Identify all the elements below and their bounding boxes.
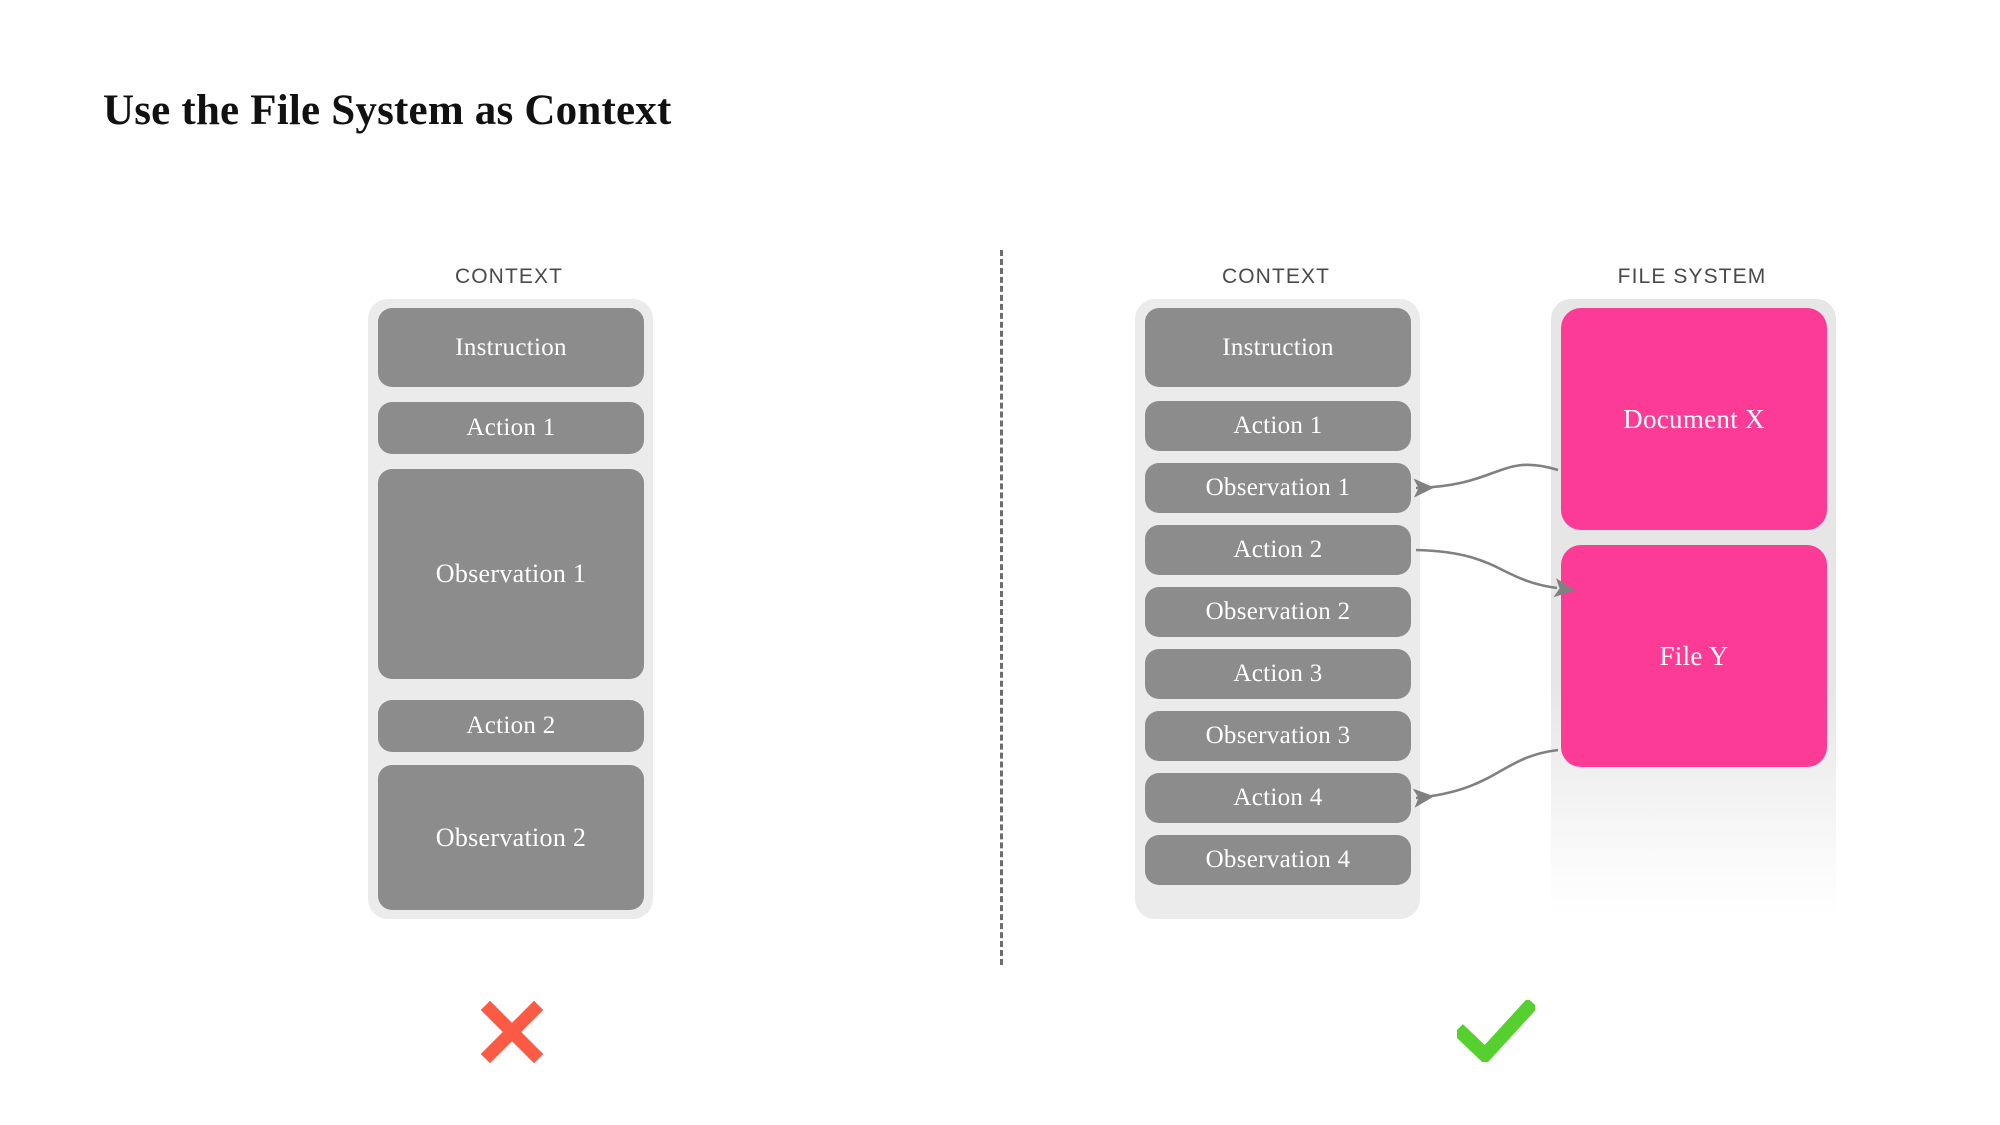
left-item-observation-2[interactable]: Observation 2 <box>378 765 644 910</box>
file-document-x[interactable]: Document X <box>1561 308 1827 530</box>
right-item-instruction[interactable]: Instruction <box>1145 308 1411 387</box>
arrow-action2-to-filey <box>1415 548 1576 598</box>
left-item-instruction[interactable]: Instruction <box>378 308 644 387</box>
file-system-heading: FILE SYSTEM <box>1617 265 1767 288</box>
left-context-heading: CONTEXT <box>454 265 564 288</box>
page-title: Use the File System as Context <box>103 87 672 134</box>
cross-icon <box>480 1000 544 1064</box>
right-item-action-3[interactable]: Action 3 <box>1145 649 1411 699</box>
file-file-y[interactable]: File Y <box>1561 545 1827 767</box>
arrow-documentx-to-observation1 <box>1413 463 1559 498</box>
right-item-action-2[interactable]: Action 2 <box>1145 525 1411 575</box>
left-item-action-1[interactable]: Action 1 <box>378 402 644 454</box>
cross-icon-svg <box>480 1000 544 1064</box>
panel-divider <box>1000 250 1003 965</box>
arrow-filey-to-action4 <box>1412 748 1559 808</box>
right-item-observation-3[interactable]: Observation 3 <box>1145 711 1411 761</box>
right-item-action-1[interactable]: Action 1 <box>1145 401 1411 451</box>
check-icon-svg <box>1453 998 1538 1066</box>
right-item-observation-1[interactable]: Observation 1 <box>1145 463 1411 513</box>
right-context-heading: CONTEXT <box>1221 265 1331 288</box>
check-icon <box>1453 998 1538 1066</box>
left-item-observation-1[interactable]: Observation 1 <box>378 469 644 679</box>
right-item-observation-4[interactable]: Observation 4 <box>1145 835 1411 885</box>
left-item-action-2[interactable]: Action 2 <box>378 700 644 752</box>
right-item-observation-2[interactable]: Observation 2 <box>1145 587 1411 637</box>
right-item-action-4[interactable]: Action 4 <box>1145 773 1411 823</box>
